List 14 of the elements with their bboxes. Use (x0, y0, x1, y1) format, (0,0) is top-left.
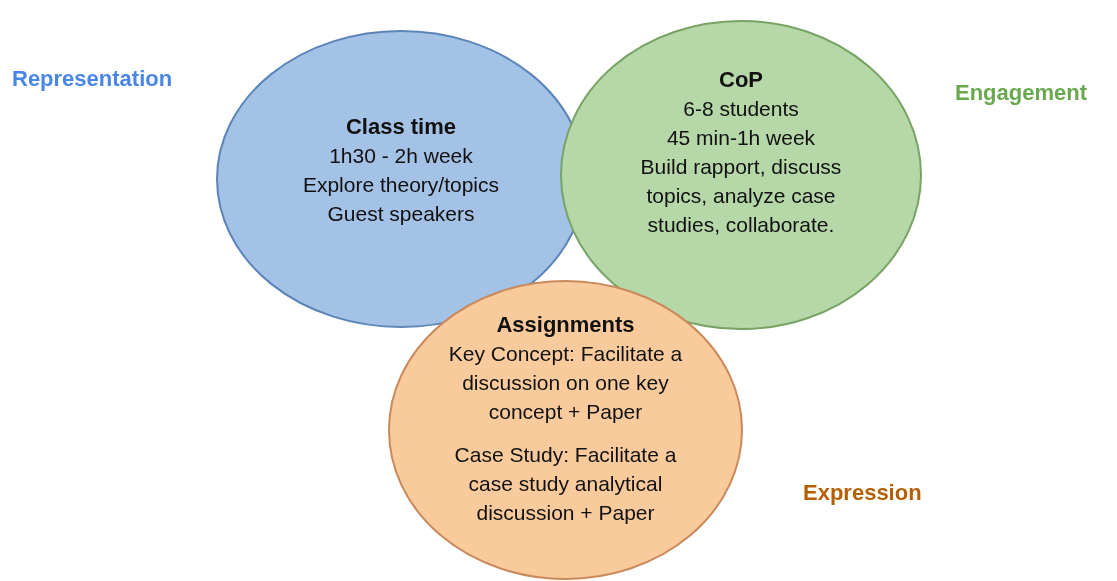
circle-text: Explore theory/topics (302, 172, 500, 198)
circle-text: Key Concept: Facilitate a discussion on one key concept + Paper (447, 341, 684, 425)
circle-heading: Assignments (496, 311, 635, 339)
category-label: Engagement (955, 80, 1088, 106)
circle-text: 1h30 - 2h week (329, 143, 473, 169)
circle-heading: Class time (345, 113, 457, 141)
circle-text: Guest speakers (327, 201, 475, 227)
circle-text: Case Study: Facilitate a case study analytical discussion + Paper (453, 442, 678, 526)
category-label: Expression (803, 480, 922, 506)
circle-text: 45 min-1h week (666, 125, 816, 151)
circle-heading: CoP (719, 66, 763, 94)
circle-text: 6-8 students (683, 96, 799, 122)
circle-text: Build rapport, discuss topics, analyze case studies, collaborate. (639, 154, 843, 238)
category-label: Representation (12, 66, 173, 92)
